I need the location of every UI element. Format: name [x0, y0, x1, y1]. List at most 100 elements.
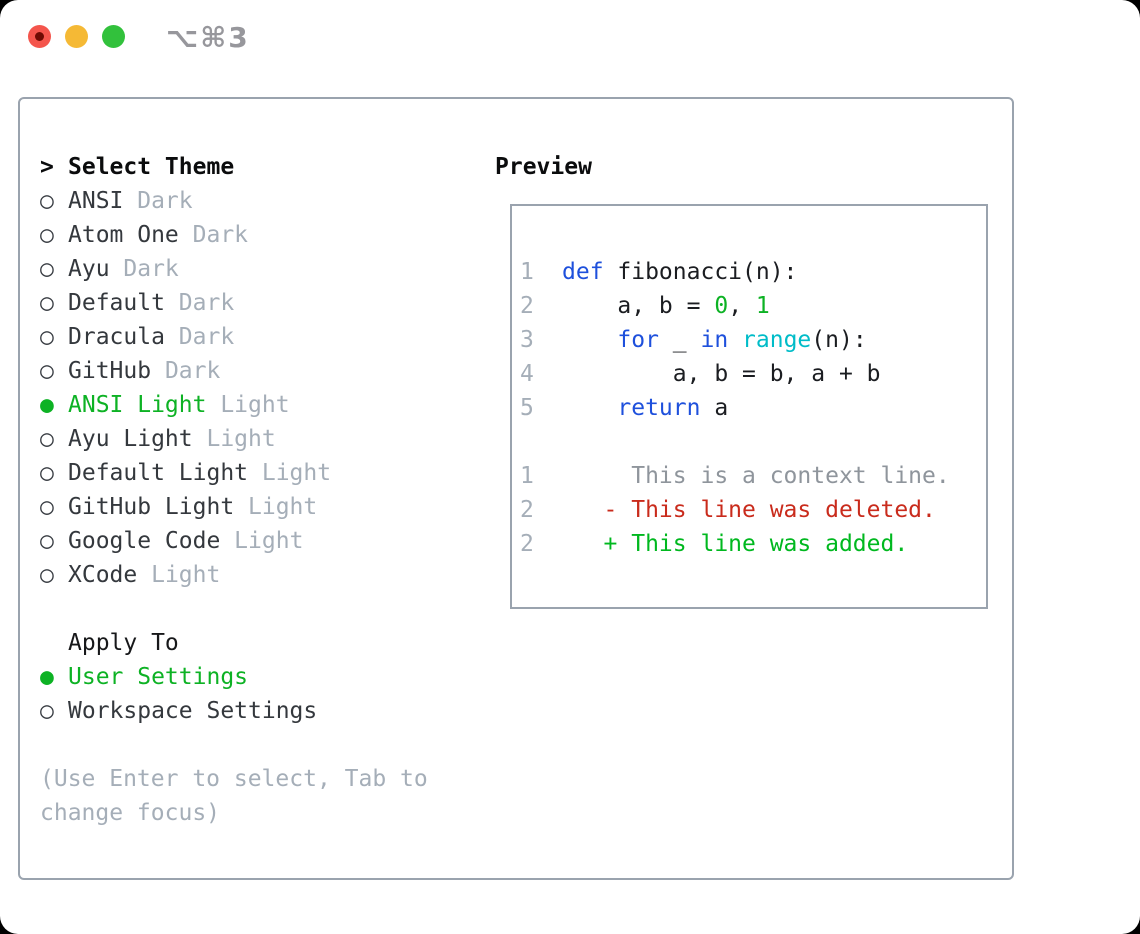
radio-unselected-icon: ○ [40, 698, 54, 724]
line-number: 2 [520, 293, 534, 319]
theme-option[interactable]: ○Google Code Light [40, 524, 428, 558]
minimize-button[interactable] [65, 25, 88, 48]
code-line: 3 for _ in range(n): [520, 323, 950, 357]
theme-name: Google Code [68, 528, 221, 554]
theme-name: Ayu [68, 256, 110, 282]
code-token: range [742, 327, 812, 353]
line-number: 1 [520, 463, 534, 489]
radio-unselected-icon: ○ [40, 290, 54, 316]
code-token [562, 327, 617, 353]
theme-option[interactable]: ○Default Light Light [40, 456, 428, 490]
apply-to-header: Apply To [40, 626, 428, 660]
theme-list-panel: >Select Theme ○ANSI Dark○Atom One Dark○A… [40, 150, 428, 830]
theme-name: ANSI Light [68, 392, 207, 418]
theme-variant-label: Dark [151, 358, 221, 384]
theme-option[interactable]: ○GitHub Light Light [40, 490, 428, 524]
line-number: 3 [520, 327, 534, 353]
spacer-row [40, 728, 428, 762]
zoom-button[interactable] [102, 25, 125, 48]
code-token: in [700, 327, 729, 353]
titlebar: ⌥⌘3 [0, 0, 1140, 74]
theme-picker-panel: >Select Theme ○ANSI Dark○Atom One Dark○A… [18, 97, 1014, 880]
theme-variant-label: Light [234, 494, 318, 520]
theme-name: Atom One [68, 222, 179, 248]
code-token: for [617, 327, 659, 353]
theme-variant-label: Dark [178, 222, 249, 248]
keyboard-shortcut-label: ⌥⌘3 [166, 21, 250, 54]
theme-option[interactable]: ○ Ayu Light Light [40, 422, 428, 456]
theme-name: Ayu Light [68, 426, 193, 452]
code-token: 0 [714, 293, 729, 319]
apply-to-option[interactable]: ● User Settings [40, 660, 428, 694]
radio-selected-icon: ● [40, 392, 54, 418]
code-token: a [700, 395, 729, 421]
code-line: 4 a, b = b, a + b [520, 357, 950, 391]
theme-name: Default [68, 290, 165, 316]
radio-selected-icon: ● [40, 664, 54, 690]
code-token: , [728, 293, 756, 319]
spacer-row [40, 592, 428, 626]
theme-variant-label: Light [192, 426, 276, 452]
code-token: fibonacci(n): [603, 259, 798, 285]
theme-option[interactable]: ○ Default Dark [40, 286, 428, 320]
theme-option[interactable]: ○ Dracula Dark [40, 320, 428, 354]
radio-unselected-icon: ○ [40, 460, 54, 486]
radio-unselected-icon: ○ [40, 562, 54, 588]
theme-variant-label: Dark [123, 188, 193, 214]
select-theme-title: Select Theme [68, 154, 235, 180]
code-line: 1 def fibonacci(n): [520, 255, 950, 289]
code-line [520, 425, 950, 459]
code-token [728, 327, 742, 353]
line-number: 5 [520, 395, 534, 421]
line-number: 1 [520, 259, 534, 285]
apply-to-label: Workspace Settings [68, 698, 318, 724]
code-token: def [562, 259, 604, 285]
radio-unselected-icon: ○ [40, 222, 54, 248]
code-token: a, b = [562, 293, 715, 319]
code-token: This is a context line. [562, 463, 950, 489]
theme-variant-label: Light [220, 528, 304, 554]
code-token: (n): [811, 327, 867, 353]
code-token [562, 395, 617, 421]
radio-unselected-icon: ○ [40, 324, 54, 350]
code-token: - This line was deleted. [562, 497, 936, 523]
code-token: 1 [755, 293, 770, 319]
theme-name: Dracula [68, 324, 165, 350]
theme-variant-label: Dark [109, 256, 179, 282]
radio-unselected-icon: ○ [40, 358, 54, 384]
theme-option[interactable]: ○ GitHub Dark [40, 354, 428, 388]
preview-header: Preview [495, 154, 592, 180]
theme-variant-label: Dark [164, 290, 235, 316]
select-theme-header: >Select Theme [40, 150, 428, 184]
theme-variant-label: Dark [164, 324, 235, 350]
code-token: a, b = b, a + b [562, 361, 881, 387]
code-line: 2 - This line was deleted. [520, 493, 950, 527]
theme-option[interactable]: ○ XCode Light [40, 558, 428, 592]
line-number: 2 [520, 497, 534, 523]
theme-option[interactable]: ○Ayu Dark [40, 252, 428, 286]
theme-name: XCode [68, 562, 138, 588]
line-number: 4 [520, 361, 534, 387]
apply-to-options-list: ● User Settings ○ Workspace Settings [40, 660, 428, 728]
code-token: return [617, 395, 701, 421]
code-line: 2 + This line was added. [520, 527, 950, 561]
close-button[interactable] [28, 25, 51, 48]
theme-option[interactable]: ○ANSI Dark [40, 184, 428, 218]
code-token: _ [658, 327, 701, 353]
theme-variant-label: Light [206, 392, 290, 418]
apply-to-option[interactable]: ○ Workspace Settings [40, 694, 428, 728]
theme-options-list: ○ANSI Dark○Atom One Dark○Ayu Dark○Defaul… [40, 184, 428, 592]
hint-text-line1: (Use Enter to select, Tab to [40, 766, 428, 792]
theme-option[interactable]: ○ Atom One Dark [40, 218, 428, 252]
code-line: 5 return a [520, 391, 950, 425]
radio-unselected-icon: ○ [40, 426, 54, 452]
theme-option[interactable]: ● ANSI Light Light [40, 388, 428, 422]
radio-unselected-icon: ○ [40, 494, 54, 520]
theme-name: GitHub [68, 358, 152, 384]
code-line: 2 a, b = 0, 1 [520, 289, 950, 323]
theme-variant-label: Light [137, 562, 221, 588]
apply-to-label: User Settings [68, 664, 249, 690]
